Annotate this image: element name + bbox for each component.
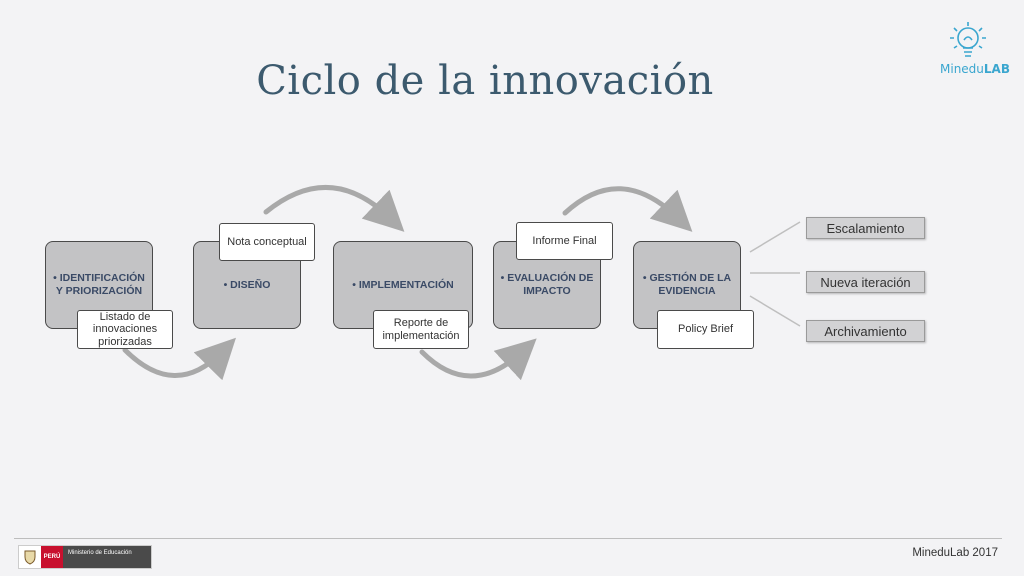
deliverable-listado: Listado de innovaciones priorizadas: [77, 310, 173, 349]
deliverable-nota-conceptual: Nota conceptual: [219, 223, 315, 261]
footer-credit: MineduLab 2017: [912, 547, 998, 559]
ministry-logo: PERÚ Ministerio de Educación: [18, 545, 152, 569]
logo-wordmark: MineduLAB: [940, 62, 1010, 76]
minedulab-logo: [936, 20, 1000, 80]
connector-escalamiento: [749, 221, 801, 253]
coat-of-arms-icon: [19, 546, 41, 568]
page-title: Ciclo de la innovación: [256, 58, 714, 104]
arrow-identificacion-to-diseno: [122, 337, 237, 381]
connector-archivamiento: [749, 295, 801, 327]
deliverable-reporte: Reporte de implementación: [373, 310, 469, 349]
deliverable-policy-brief: Policy Brief: [657, 310, 754, 349]
deliverable-informe-final: Informe Final: [516, 222, 613, 260]
footer-divider: [14, 538, 1002, 539]
arrow-evaluacion-to-gestion: [562, 186, 693, 232]
lightbulb-icon: [950, 22, 986, 57]
outcome-archivamiento: Archivamiento: [806, 320, 925, 342]
arrow-diseno-to-implementacion: [263, 184, 405, 232]
outcome-escalamiento: Escalamiento: [806, 217, 925, 239]
arrow-implementacion-to-evaluacion: [419, 338, 537, 381]
outcome-nueva-iteracion: Nueva iteración: [806, 271, 925, 293]
